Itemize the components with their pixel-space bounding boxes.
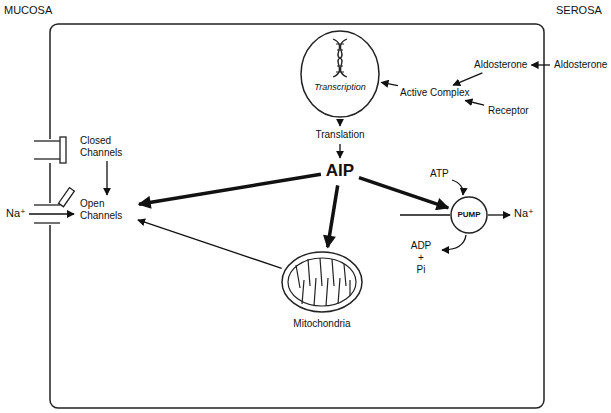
molecule-label: ATP xyxy=(430,168,449,180)
channel-label-text: Open Channels xyxy=(80,198,134,221)
sodium-flow-arrow xyxy=(488,214,510,215)
adp-arrow xyxy=(442,235,466,250)
channel-wall xyxy=(34,140,60,141)
protein-label-text: AIP xyxy=(326,161,354,181)
channel-wall xyxy=(34,204,60,205)
hormone-label: Aldosterone xyxy=(552,58,609,72)
channel-label: Closed Channels xyxy=(78,134,136,159)
receptor-label-text: Receptor xyxy=(488,105,529,117)
effect-arrow xyxy=(359,178,448,208)
step-label: Translation xyxy=(313,128,366,142)
pump-circle-text: PUMP xyxy=(450,196,488,234)
sodium-flow-line xyxy=(400,214,450,215)
step-label-text: Translation xyxy=(315,129,364,141)
mitochondrion: Mitochondria xyxy=(280,250,364,334)
connector-arrow xyxy=(138,220,282,269)
connector-arrow xyxy=(106,161,107,195)
channel-wall xyxy=(34,158,60,159)
cell-membrane xyxy=(50,24,544,408)
pump-circle: PUMP xyxy=(450,196,488,234)
hormone-label-text: Aldosterone xyxy=(474,59,527,71)
sodium-flow-arrow xyxy=(29,213,74,214)
protein-label: AIP xyxy=(324,160,356,182)
complex-label-text: Active Complex xyxy=(400,87,469,99)
connector-arrow xyxy=(531,64,550,65)
molecule-label: ADP + Pi xyxy=(408,240,434,276)
connector-arrow xyxy=(339,120,340,126)
mitochondrion-text: Mitochondria xyxy=(280,318,364,330)
mitochondrion-drawing xyxy=(280,250,364,314)
nucleus-text: Transcription xyxy=(300,82,380,93)
channel-wall xyxy=(34,222,60,223)
region-label: MUCOSA xyxy=(4,4,52,17)
connector-arrow xyxy=(381,82,398,85)
channel-gate-open xyxy=(59,188,75,207)
hormone-label-text: Aldosterone xyxy=(554,59,607,71)
region-label: SEROSA xyxy=(556,4,602,17)
nucleus: Transcription xyxy=(300,30,380,118)
hormone-label: Aldosterone xyxy=(472,58,529,72)
complex-label: Active Complex xyxy=(398,86,471,100)
atp-arrow xyxy=(452,180,463,195)
effect-arrow xyxy=(139,174,321,204)
effect-arrow xyxy=(328,185,338,247)
nucleus-outline xyxy=(300,30,380,118)
ion-label: Na⁺ xyxy=(514,207,534,220)
connector-arrow xyxy=(465,101,484,106)
ion-label: Na⁺ xyxy=(6,207,26,220)
receptor-label: Receptor xyxy=(486,104,531,118)
connector-arrow xyxy=(339,144,340,158)
connector-arrow xyxy=(453,73,482,85)
channel-label: Open Channels xyxy=(78,197,136,222)
channel-gate-closed xyxy=(60,137,66,163)
channel-label-text: Closed Channels xyxy=(80,135,134,158)
